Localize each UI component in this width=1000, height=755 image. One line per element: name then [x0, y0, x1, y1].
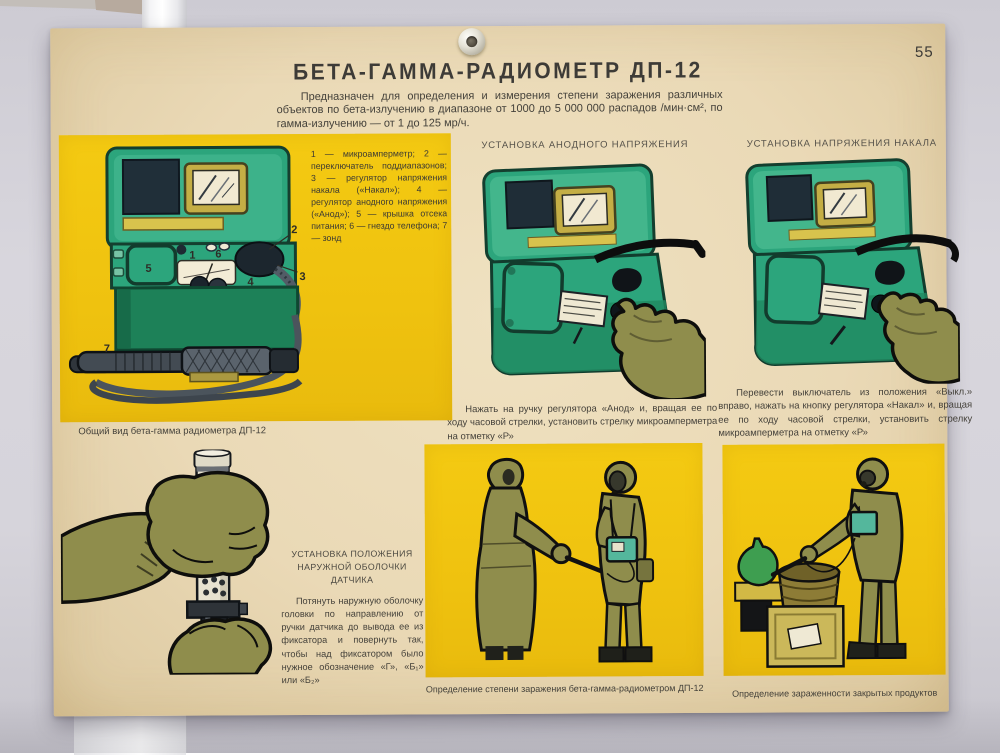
- hand: [613, 299, 706, 400]
- sheath-heading: УСТАНОВКА ПОЛОЖЕНИЯ НАРУЖНОЙ ОБОЛОЧКИ ДА…: [281, 547, 423, 586]
- parts-legend: 1 — микроамперметр; 2 — переключатель по…: [311, 148, 447, 244]
- callout-2: 2: [291, 224, 297, 236]
- callout-1: 1: [189, 250, 195, 262]
- products-caption: Определение зараженности закрытых продук…: [706, 688, 964, 699]
- probe-collar: [187, 601, 239, 617]
- measurement-caption: Определение степени заражения бета-гамма…: [410, 683, 720, 695]
- callout-4: 4: [248, 276, 255, 288]
- poster-sheet: 55 БЕТА-ГАММА-РАДИОМЕТР ДП-12 Предназнач…: [50, 24, 949, 717]
- callout-5: 5: [145, 263, 151, 275]
- sheath-section: УСТАНОВКА ПОЛОЖЕНИЯ НАРУЖНОЙ ОБОЛОЧКИ ДА…: [281, 547, 424, 686]
- anode-heading: УСТАНОВКА АНОДНОГО НАПРЯЖЕНИЯ: [449, 139, 721, 151]
- products-check-illustration: [724, 446, 943, 675]
- goods: [735, 538, 844, 667]
- label-plate: [558, 291, 607, 326]
- right-figure: [596, 462, 653, 661]
- sack: [739, 539, 778, 586]
- radiometer-device: [851, 512, 877, 534]
- label-plate: [819, 284, 868, 319]
- radiometer-general-view-illustration: 1 2 3 4 5 6 7: [61, 139, 322, 423]
- poster-title: БЕТА-ГАММА-РАДИОМЕТР ДП-12: [50, 57, 945, 88]
- anode-caption: Нажать на ручку регулятора «Анод» и, вра…: [447, 402, 717, 444]
- sheath-body: Потянуть наружную оболочку головки по на…: [281, 595, 423, 687]
- measurement-illustration: [428, 447, 699, 673]
- hanging-grommet-icon: [458, 28, 485, 55]
- device-body: [116, 287, 298, 350]
- callout-3: 3: [299, 271, 305, 283]
- general-view-caption: Общий вид бета-гамма радиометра ДП-12: [78, 425, 348, 437]
- left-figure: [476, 459, 608, 660]
- filament-caption: Перевести выключатель из положения «Выкл…: [718, 386, 972, 441]
- hand: [879, 293, 960, 384]
- device-lid: [107, 147, 290, 248]
- filament-setting-illustration: [724, 154, 960, 385]
- filament-heading: УСТАНОВКА НАПРЯЖЕНИЯ НАКАЛА: [719, 138, 965, 150]
- battery-cover: [766, 256, 824, 324]
- probe-sheath-illustration: [60, 449, 276, 675]
- callout-7: 7: [104, 343, 110, 355]
- upper-hand: [147, 472, 268, 576]
- callout-6: 6: [215, 248, 221, 260]
- anode-setting-illustration: [457, 157, 706, 400]
- gas-mask: [610, 471, 626, 491]
- crate-label: [788, 624, 821, 649]
- intro-paragraph: Предназначен для определения и измерения…: [277, 89, 723, 132]
- device-face: [111, 242, 298, 350]
